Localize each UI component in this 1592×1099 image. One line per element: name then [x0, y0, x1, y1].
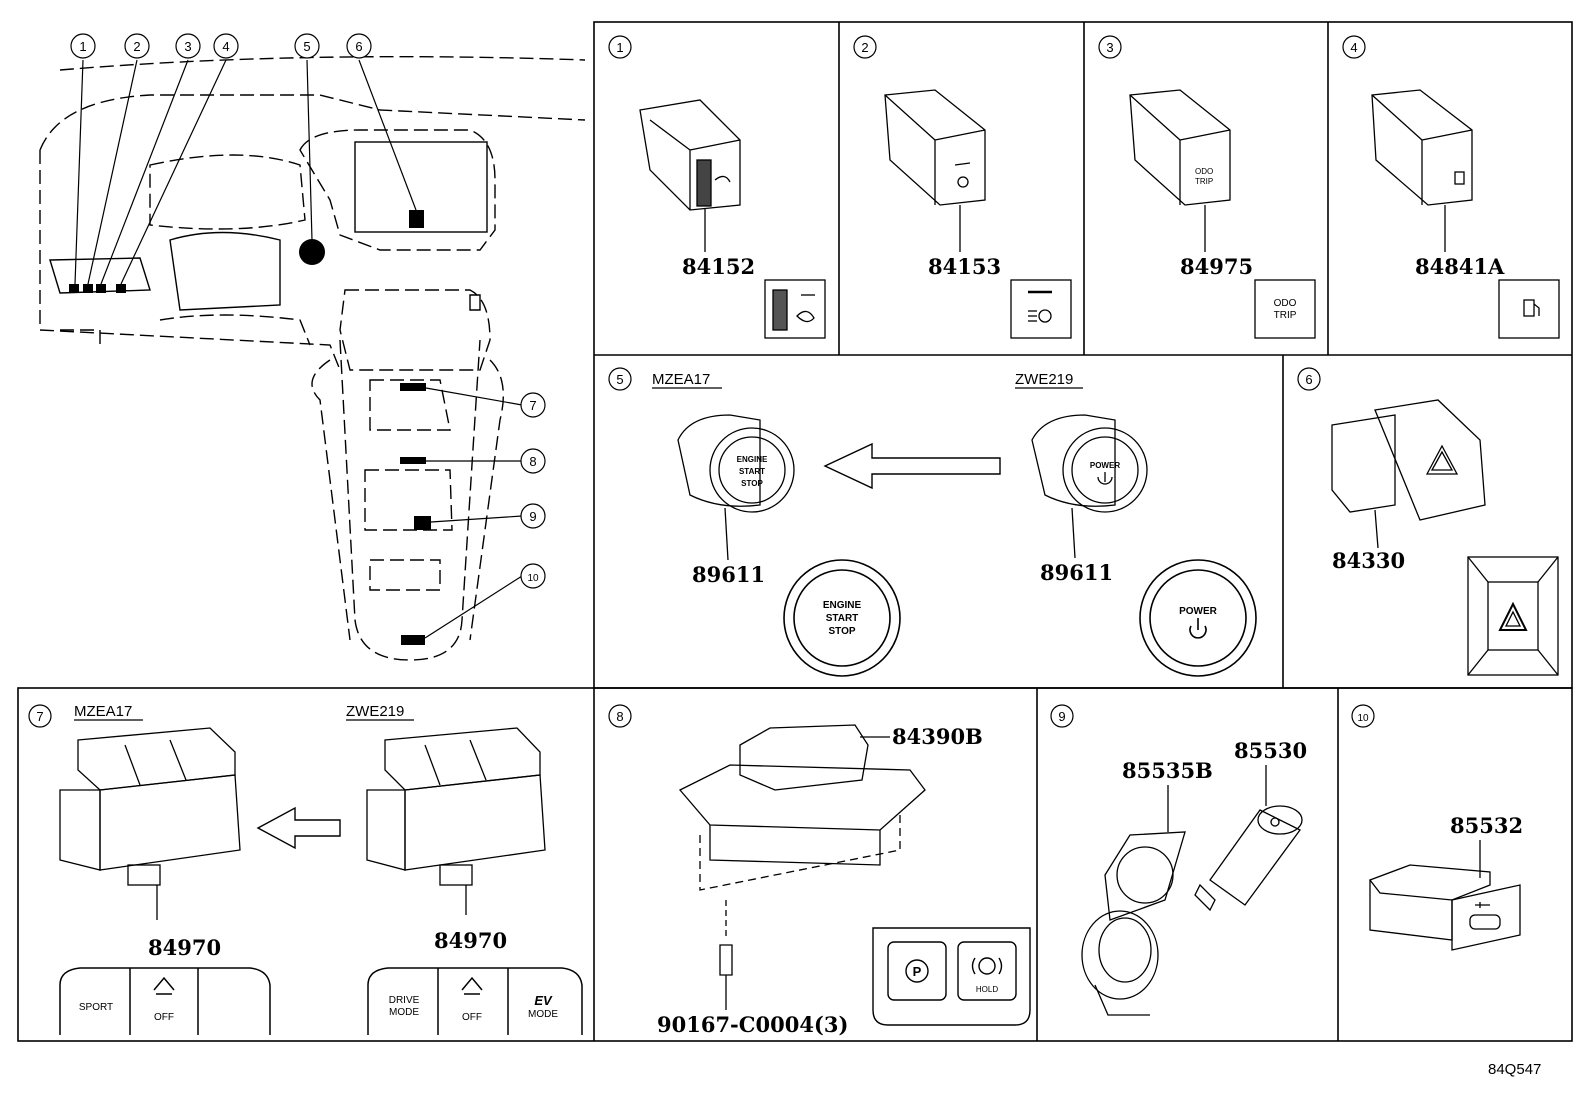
panel-1-icon — [764, 279, 826, 339]
part-84152: 84152 — [682, 254, 755, 279]
engine-start-switch-drawing — [677, 414, 795, 561]
engine-icon-l3: STOP — [828, 626, 855, 637]
overview-callouts: 1 2 3 4 5 6 7 8 9 10 — [70, 33, 546, 589]
part-85530: 85530 — [1234, 738, 1307, 763]
power-switch-label: POWER — [1090, 461, 1120, 470]
power-outlet-drawing — [1081, 785, 1186, 1016]
epb-p-label: P — [913, 964, 922, 979]
sport-switch-icon — [59, 967, 271, 1035]
callout-8: 8 — [529, 454, 536, 469]
part-85535b: 85535B — [1122, 758, 1213, 783]
panel-6-number: 6 — [1305, 372, 1312, 387]
drive-mode-l2: MODE — [389, 1007, 419, 1018]
panel-7-number: 7 — [36, 709, 43, 724]
engine-icon-l2: START — [826, 613, 859, 624]
part-85532: 85532 — [1450, 813, 1523, 838]
panel-8-number: 8 — [616, 709, 623, 724]
sport-label: SPORT — [79, 1002, 113, 1013]
bolt-90167: 90167-C0004(3) — [657, 1012, 848, 1037]
panel-7-model-a: MZEA17 — [74, 703, 132, 720]
part-84153: 84153 — [928, 254, 1001, 279]
trac-off-label-a: OFF — [154, 1012, 174, 1023]
callout-1: 1 — [79, 39, 86, 54]
panel-5-model-a: MZEA17 — [652, 371, 710, 388]
bottom-frame — [17, 687, 1573, 1042]
part-84975: 84975 — [1180, 254, 1253, 279]
cigarette-lighter-drawing — [1194, 765, 1303, 912]
overview-leaders — [74, 59, 523, 639]
panel-5-arrow — [823, 442, 1001, 490]
panel-5-model-b: ZWE219 — [1015, 371, 1073, 388]
panel-3-switch-odo: ODO — [1195, 167, 1213, 176]
callout-9: 9 — [529, 509, 536, 524]
panel-7-arrow — [256, 806, 341, 850]
drive-mode-icon-strip — [367, 967, 583, 1035]
panel-3-icon-trip: TRIP — [1274, 310, 1297, 321]
figure-code: 84Q547 — [1488, 1061, 1541, 1078]
callout-4: 4 — [222, 39, 229, 54]
part-84390b: 84390B — [892, 724, 983, 749]
sport-switch-drawing — [59, 727, 241, 920]
panel-4-number: 4 — [1350, 40, 1357, 55]
callout-7: 7 — [529, 398, 536, 413]
panel-4-fuel-icon — [1498, 279, 1560, 339]
power-icon-label: POWER — [1179, 606, 1218, 617]
power-switch-drawing — [1031, 414, 1148, 559]
parking-brake-switch-drawing — [678, 724, 926, 1010]
trac-off-label-b: OFF — [462, 1012, 482, 1023]
hazard-switch-drawing — [1331, 399, 1486, 549]
panel-3-icon — [1254, 279, 1316, 339]
epb-hold-icon — [872, 927, 1031, 1026]
callout-5: 5 — [303, 39, 310, 54]
panel-3-number: 3 — [1106, 40, 1113, 55]
panel-2-switch-drawing — [884, 89, 986, 252]
ev-label: EV — [534, 993, 553, 1008]
ev-mode-label: MODE — [528, 1009, 558, 1020]
panel-1-switch-drawing — [639, 99, 741, 252]
callout-3: 3 — [184, 39, 191, 54]
panel-number-circles — [28, 35, 1375, 728]
panel-3-switch-trip: TRIP — [1195, 177, 1213, 186]
panel-3-icon-odo: ODO — [1274, 298, 1297, 309]
panel-2-icon — [1010, 279, 1072, 339]
dashboard-overview — [39, 55, 586, 661]
panel-1-number: 1 — [616, 40, 623, 55]
engine-start-button-icon — [783, 559, 901, 677]
usb-port-drawing — [1368, 840, 1521, 951]
part-84970-a: 84970 — [148, 935, 221, 960]
hazard-icon — [1467, 556, 1559, 676]
part-89611-b: 89611 — [1040, 560, 1113, 585]
part-84330: 84330 — [1332, 548, 1405, 573]
callout-2: 2 — [133, 39, 140, 54]
panel-4-switch-drawing — [1371, 89, 1473, 252]
panel-10-number: 10 — [1357, 713, 1369, 724]
overview-markers — [69, 210, 431, 645]
engine-icon-l1: ENGINE — [823, 600, 862, 611]
power-button-icon — [1139, 559, 1257, 677]
part-84970-b: 84970 — [434, 928, 507, 953]
drive-mode-switch-drawing — [366, 727, 546, 915]
part-84841a: 84841A — [1415, 254, 1505, 279]
panel-7-model-b: ZWE219 — [346, 703, 404, 720]
panel-5-number: 5 — [616, 372, 623, 387]
hold-label: HOLD — [976, 985, 998, 994]
panel-3-switch-drawing — [1129, 89, 1231, 252]
drive-mode-l1: DRIVE — [389, 995, 420, 1006]
part-89611-a: 89611 — [692, 562, 765, 587]
panel-2-number: 2 — [861, 40, 868, 55]
callout-6: 6 — [355, 39, 362, 54]
panel-9-number: 9 — [1058, 709, 1065, 724]
engine-switch-l2: START — [739, 467, 765, 476]
callout-10: 10 — [527, 573, 539, 584]
engine-switch-l3: STOP — [741, 479, 763, 488]
engine-switch-l1: ENGINE — [737, 455, 768, 464]
